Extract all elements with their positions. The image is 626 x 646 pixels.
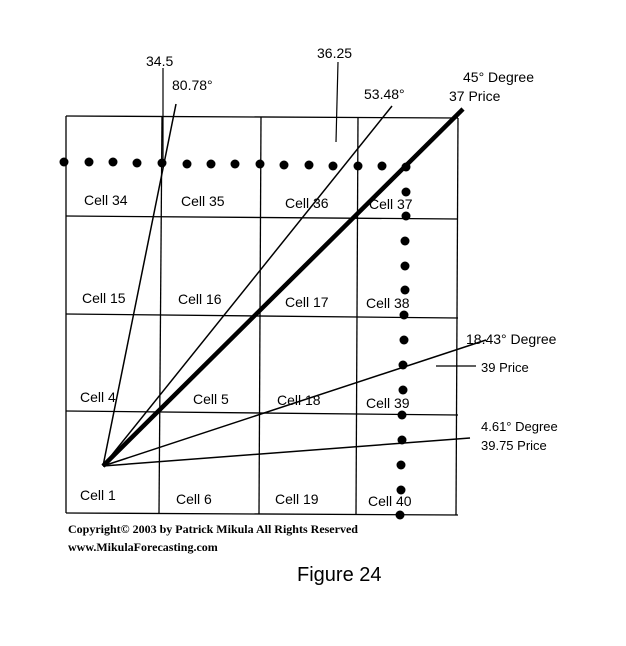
annotations: 34.5 80.78° 36.25 53.48° 45° Degree 37 P… [146, 45, 558, 453]
grid-line-col2 [258, 116, 262, 515]
dot [400, 285, 410, 295]
leader-36-25 [335, 61, 339, 143]
grid-line-row2 [65, 313, 459, 319]
dot [108, 157, 118, 167]
dot [399, 335, 409, 345]
dot [132, 158, 142, 168]
cell-label: Cell 18 [277, 392, 321, 408]
angle-line-45 [101, 107, 465, 468]
grid-line-bottom [65, 512, 459, 516]
cell-label: Cell 40 [368, 493, 412, 509]
grid-line-row1 [65, 215, 459, 220]
dotted-column [395, 187, 411, 520]
dot [304, 160, 314, 170]
dot [397, 410, 407, 420]
angle-line-80 [102, 103, 177, 467]
angle-4-label: 4.61° Degree [481, 419, 558, 434]
cell-label: Cell 37 [369, 196, 413, 212]
dot [353, 161, 363, 171]
price-36-25-label: 36.25 [317, 45, 352, 61]
dot [397, 435, 407, 445]
cell-label: Cell 1 [80, 487, 116, 503]
price-37-label: 37 Price [449, 88, 501, 104]
cell-label: Cell 35 [181, 193, 225, 209]
website-text: www.MikulaForecasting.com [68, 540, 218, 554]
cell-label: Cell 34 [84, 192, 128, 208]
dot [399, 310, 409, 320]
cell-label: Cell 4 [80, 389, 116, 405]
dot [279, 160, 289, 170]
dot [401, 187, 411, 197]
cell-label: Cell 6 [176, 491, 212, 507]
cell-label: Cell 19 [275, 491, 319, 507]
angle-line-53 [102, 105, 393, 467]
dot [182, 159, 192, 169]
dot [400, 261, 410, 271]
angle-line-4 [102, 437, 471, 467]
dot [401, 211, 411, 221]
leader-lines [162, 61, 476, 367]
dot [398, 385, 408, 395]
price-34-5-label: 34.5 [146, 53, 173, 69]
price-39-label: 39 Price [481, 360, 529, 375]
dot [377, 161, 387, 171]
dot [328, 161, 338, 171]
angle-45-label: 45° Degree [463, 69, 534, 85]
cell-label: Cell 15 [82, 290, 126, 306]
angle-line-18 [102, 339, 487, 467]
figure-caption: Figure 24 [297, 564, 382, 586]
angle-18-label: 18.43° Degree [466, 331, 557, 347]
grid-line-col3 [355, 116, 359, 515]
cell-label: Cell 38 [366, 295, 410, 311]
grid-line-right [455, 117, 459, 516]
dot [396, 485, 406, 495]
angle-80-label: 80.78° [172, 77, 213, 93]
dot [396, 460, 406, 470]
cell-label: Cell 36 [285, 195, 329, 211]
dot [59, 157, 69, 167]
dot [230, 159, 240, 169]
grid-lines [65, 115, 459, 516]
cell-labels: Cell 34 Cell 35 Cell 36 Cell 37 Cell 15 … [80, 192, 413, 509]
copyright-text: Copyright© 2003 by Patrick Mikula All Ri… [68, 522, 358, 536]
cell-label: Cell 16 [178, 291, 222, 307]
cell-label: Cell 5 [193, 391, 229, 407]
dot [84, 157, 94, 167]
price-39-75-label: 39.75 Price [481, 438, 547, 453]
cell-label: Cell 17 [285, 294, 329, 310]
dot [206, 159, 216, 169]
grid-line-top [65, 115, 459, 119]
dot [255, 159, 265, 169]
cell-label: Cell 39 [366, 395, 410, 411]
angle-53-label: 53.48° [364, 86, 405, 102]
dot [395, 510, 405, 520]
angle-lines [101, 103, 487, 468]
dot [400, 236, 410, 246]
